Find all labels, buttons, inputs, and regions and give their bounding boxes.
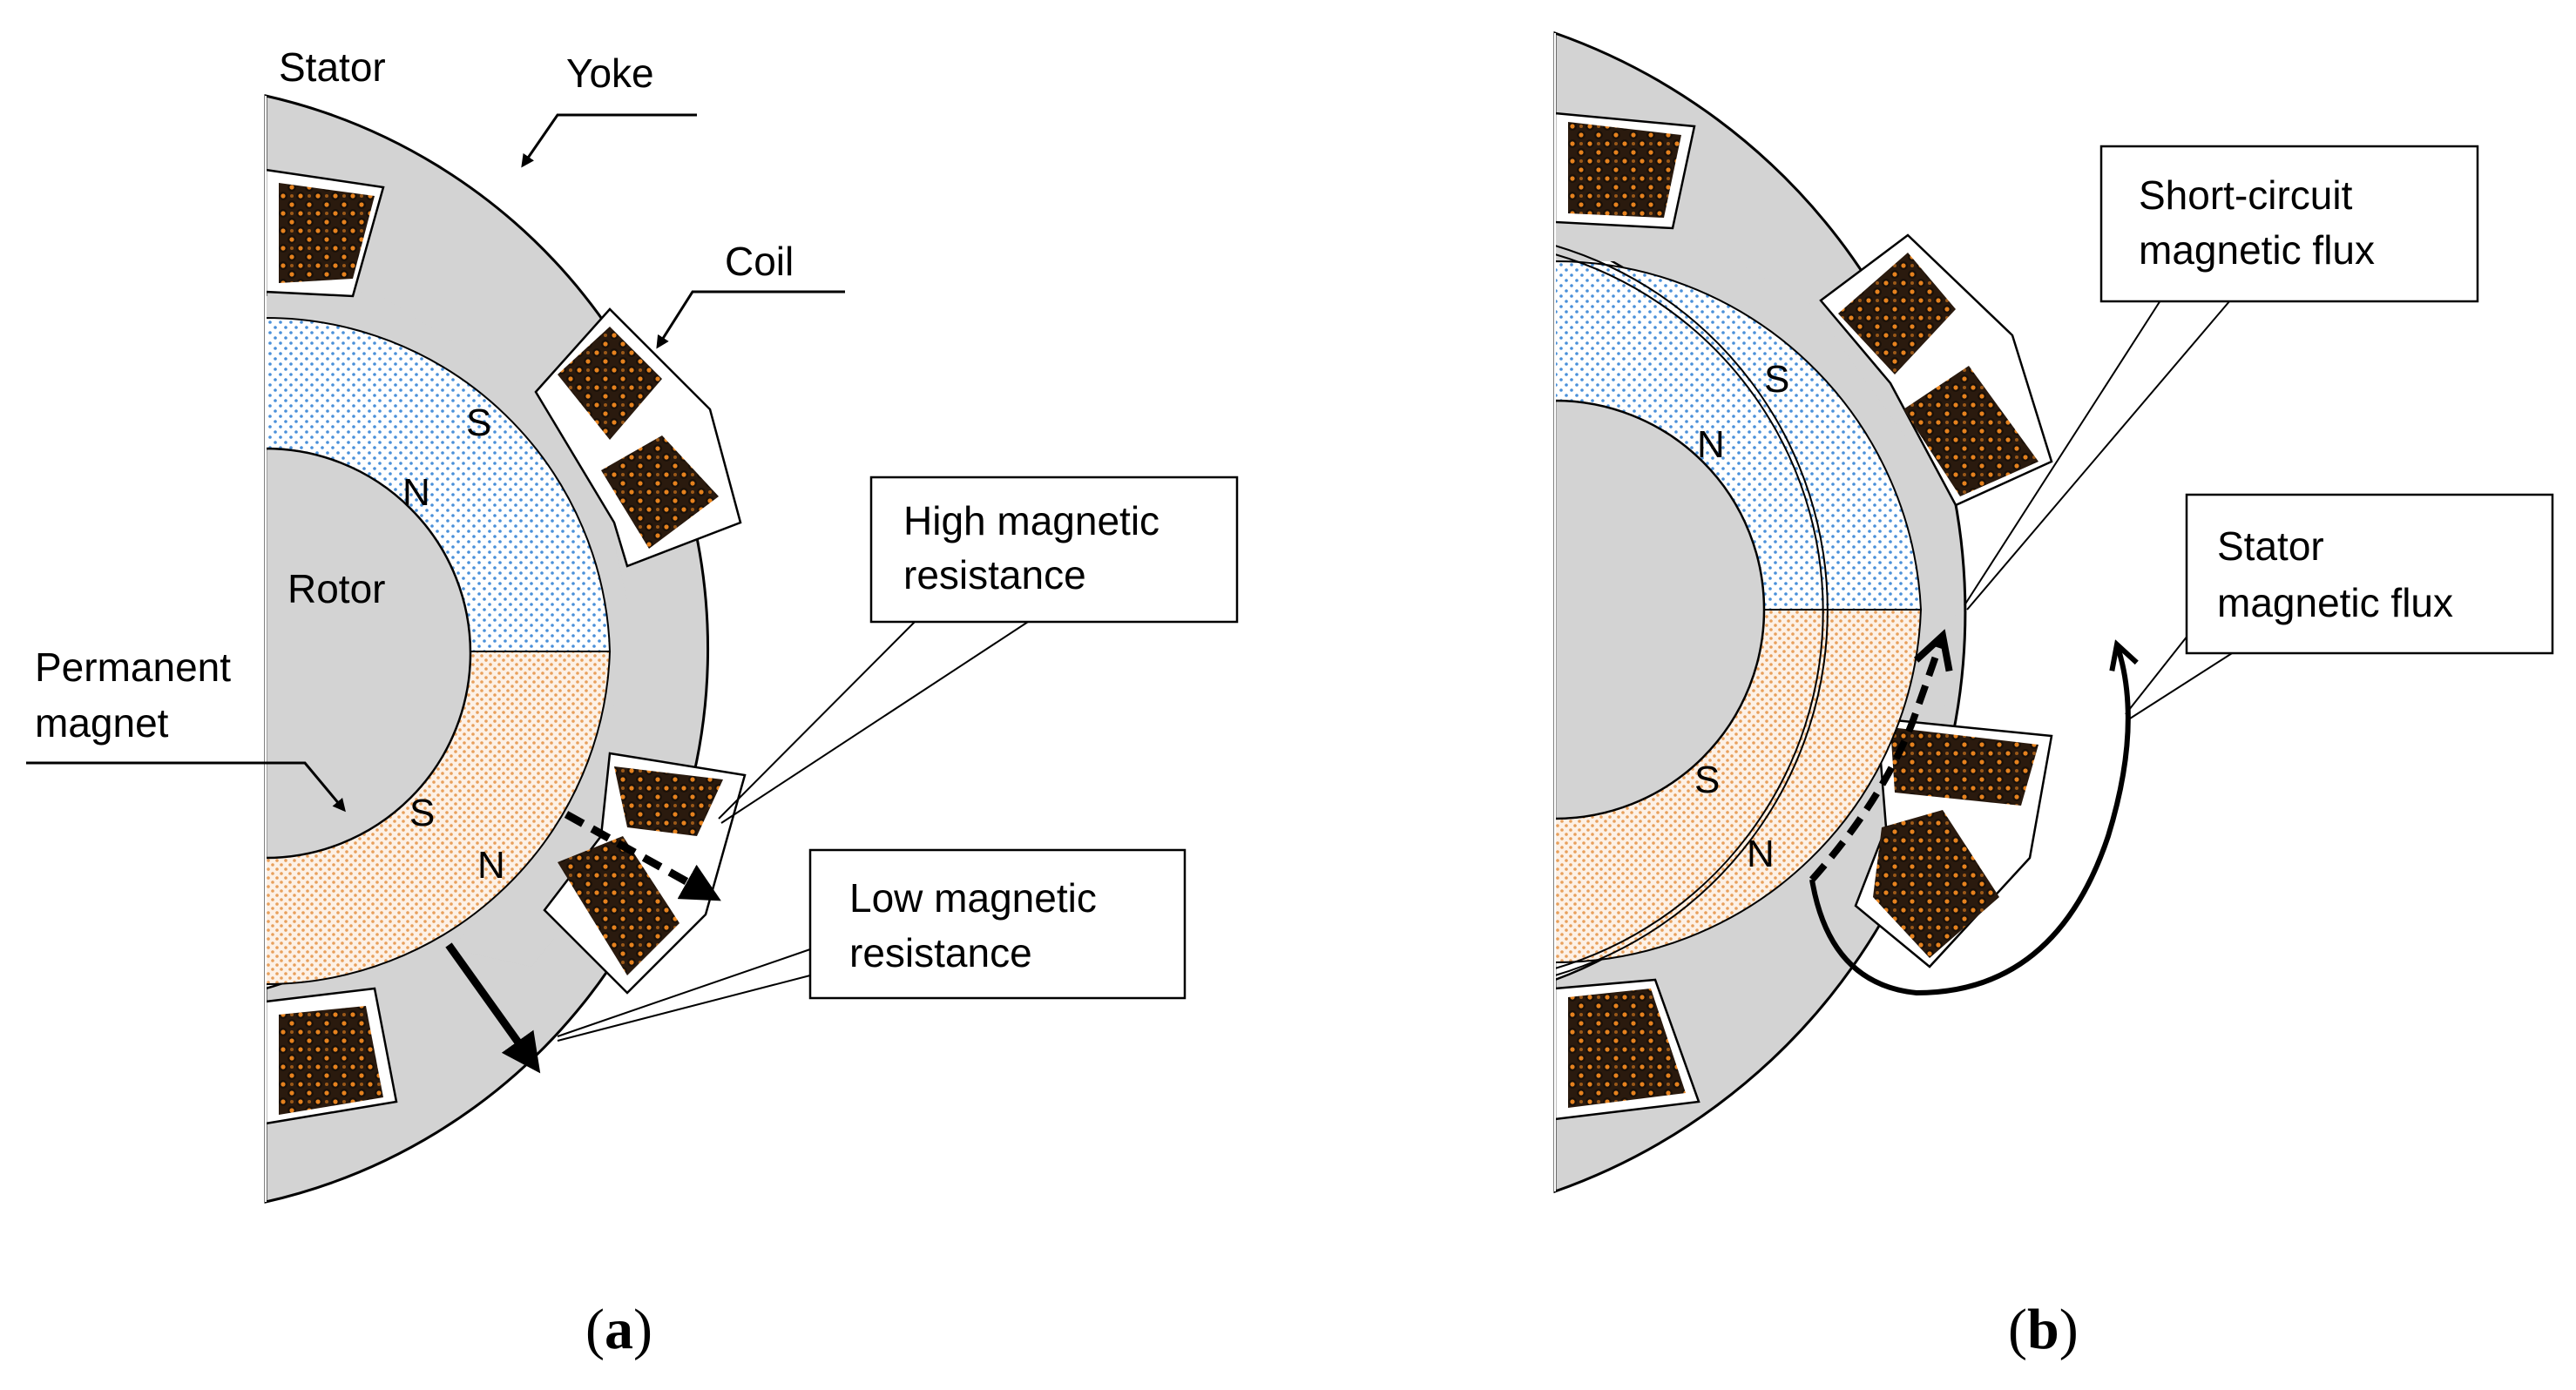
short-circuit-flux-arrow (1809, 636, 1943, 882)
low-resistance-label: resistance (849, 930, 1032, 975)
pole-label-s: S (1694, 759, 1720, 801)
pole-label-s: S (466, 401, 491, 444)
coil-bundle (279, 1006, 383, 1115)
coil-bundle (1838, 253, 1956, 374)
permanent-magnet-label: Permanent (35, 644, 231, 690)
rotor-core (1553, 399, 1766, 820)
pole-label-s: S (409, 792, 435, 834)
stator-label: Stator (279, 44, 386, 90)
high-resistance-leader (720, 621, 1029, 824)
coil-bundle (1873, 810, 1999, 958)
stator-flux-callout (2185, 493, 2554, 655)
short-circuit-label: magnetic flux (2139, 227, 2375, 273)
pole-label-n: N (477, 844, 505, 887)
panel-b: S N S N Short-circuit magnetic flux Stat… (1553, 30, 2554, 1361)
short-circuit-leader (1964, 300, 2161, 606)
short-circuit-callout (2099, 145, 2479, 303)
short-circuit-label: Short-circuit (2139, 172, 2353, 218)
panel-b-caption: (b) (2008, 1298, 2079, 1361)
low-resistance-flux-arrow (445, 942, 541, 1074)
coil-bundle (558, 836, 679, 975)
low-resistance-leader (557, 975, 811, 1042)
coil-leader (656, 290, 845, 349)
coil-bundle (1890, 727, 2038, 806)
pole-label-s: S (1764, 358, 1789, 401)
stator-flux-label: Stator (2217, 523, 2324, 569)
coil-bundle (1568, 122, 1681, 218)
coil-bundle (279, 183, 375, 283)
coil-bundle (1568, 989, 1686, 1108)
coil-bundle (558, 327, 662, 440)
short-circuit-leader (1966, 300, 2231, 611)
high-resistance-label: resistance (903, 552, 1086, 597)
air-gap-ring (1554, 245, 1829, 976)
pole-label-n: N (1747, 833, 1775, 875)
high-resistance-leader (718, 621, 916, 820)
low-resistance-label: Low magnetic (849, 875, 1097, 921)
coil-bundle (601, 435, 719, 549)
high-resistance-callout (869, 476, 1239, 624)
pole-label-n: N (402, 471, 430, 514)
pole-label-n: N (1697, 423, 1725, 466)
low-resistance-callout (808, 848, 1187, 1000)
air-gap-ring (1554, 253, 1824, 969)
coil-bundle (614, 766, 723, 836)
yoke-leader (521, 113, 697, 168)
coil-label: Coil (725, 239, 794, 284)
panel-a: S N S N Stator Yoke Coil Rotor Permanent… (26, 44, 1239, 1361)
rotor-label: Rotor (287, 566, 385, 611)
high-resistance-label: High magnetic (903, 498, 1160, 543)
rotor-core (264, 447, 472, 860)
stator-flux-label: magnetic flux (2217, 580, 2453, 625)
permanent-magnet-label: magnet (35, 700, 169, 746)
yoke-label: Yoke (566, 51, 654, 96)
stator-flux-leader (2125, 631, 2192, 715)
permanent-magnet-leader (26, 761, 346, 813)
stator-flux-arrow (1809, 644, 2128, 996)
coil-bundle (1903, 366, 2038, 496)
stator-flux-leader (2129, 648, 2240, 719)
panel-a-caption: (a) (585, 1298, 652, 1361)
low-resistance-leader (557, 948, 811, 1037)
